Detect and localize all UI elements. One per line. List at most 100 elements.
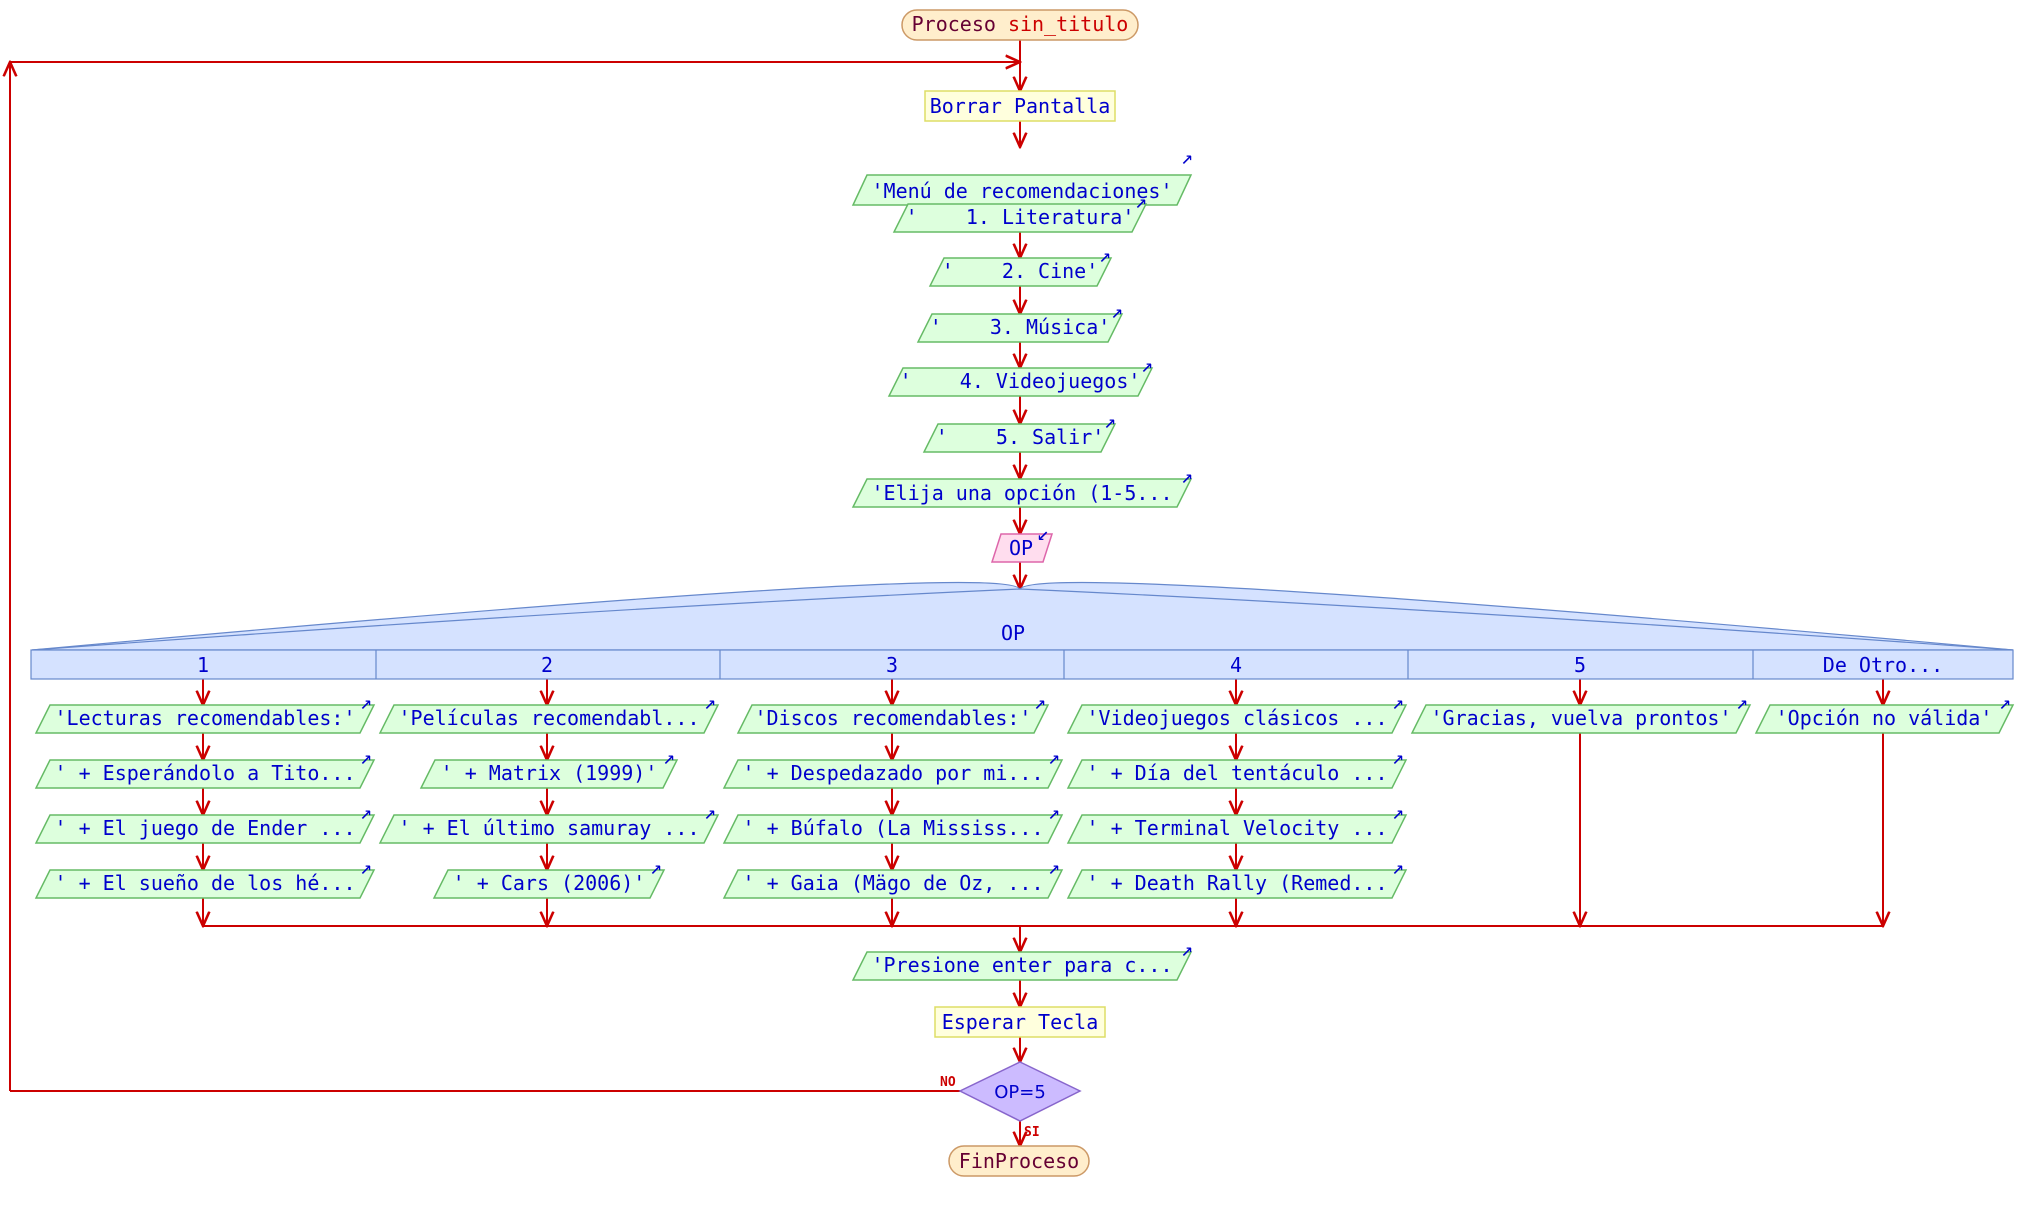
output-label: ' + Esperándolo a Tito... — [54, 761, 355, 785]
output-arrow-icon: ↗ — [1135, 189, 1147, 213]
output-label: ' 2. Cine' — [942, 259, 1099, 283]
output-label: ' + Despedazado por mi... — [742, 761, 1043, 785]
output-arrow-icon: ↗ — [1111, 299, 1123, 323]
start-process-name: sin_titulo — [1008, 12, 1128, 36]
output-arrow-icon: ↗ — [1736, 690, 1748, 714]
output-step: ' 1. Literatura' ↗ — [892, 189, 1148, 233]
output-arrow-icon: ↗ — [650, 855, 662, 879]
case-4-outputs: 'Videojuegos clásicos ... ↗ ' + Día del … — [1066, 690, 1408, 899]
end-label: FinProceso — [959, 1149, 1079, 1173]
output-label: ' + Día del tentáculo ... — [1086, 761, 1387, 785]
output-step: ' + Matrix (1999)' ↗ — [419, 745, 679, 789]
condition-diamond: OP=5 NO SI — [940, 1061, 1082, 1140]
case-label-5: 5 — [1574, 653, 1586, 677]
case-label-default: De Otro... — [1823, 653, 1943, 677]
case-label-3: 3 — [886, 653, 898, 677]
output-label: ' + Death Rally (Remed... — [1086, 871, 1387, 895]
end-terminal: FinProceso — [948, 1145, 1090, 1177]
output-label: ' + El sueño de los hé... — [54, 871, 355, 895]
output-step: ' 2. Cine' ↗ — [928, 243, 1113, 287]
output-arrow-icon: ↗ — [1141, 353, 1153, 377]
condition-text: OP=5 — [994, 1082, 1046, 1103]
output-label: 'Discos recomendables:' — [755, 706, 1032, 730]
output-arrow-icon: ↗ — [1392, 800, 1404, 824]
output-step: 'Opción no válida' ↗ — [1754, 690, 2015, 734]
output-arrow-icon: ↗ — [704, 690, 716, 714]
output-label: ' 4. Videojuegos' — [900, 369, 1141, 393]
output-arrow-icon: ↗ — [704, 800, 716, 824]
case-label-4: 4 — [1230, 653, 1242, 677]
case-1-outputs: 'Lecturas recomendables:' ↗ ' + Esperánd… — [34, 690, 376, 899]
output-label: ' + Terminal Velocity ... — [1086, 816, 1387, 840]
case-5-outputs: 'Gracias, vuelva prontos' ↗ — [1410, 690, 1752, 734]
output-step: ' + Cars (2006)' ↗ — [432, 855, 666, 899]
output-arrow-icon: ↗ — [1048, 800, 1060, 824]
output-label: ' + El juego de Ender ... — [54, 816, 355, 840]
output-arrow-icon: ↗ — [1392, 855, 1404, 879]
output-step: 'Discos recomendables:' ↗ — [736, 690, 1050, 734]
output-arrow-icon: ↗ — [1999, 690, 2011, 714]
output-step: ' + Terminal Velocity ... ↗ — [1066, 800, 1408, 844]
output-label: ' + Cars (2006)' — [453, 871, 646, 895]
case-3-outputs: 'Discos recomendables:' ↗ ' + Despedazad… — [722, 690, 1064, 899]
case-2-outputs: 'Películas recomendabl... ↗ ' + Matrix (… — [378, 690, 720, 899]
output-step: 'Elija una opción (1-5... ↗ — [851, 464, 1193, 508]
switch-block: OP 1 2 3 4 5 De Otro... — [30, 581, 2014, 680]
output-label: ' + Gaia (Mägo de Oz, ... — [742, 871, 1043, 895]
switch-variable: OP — [1001, 621, 1025, 645]
output-step: 'Presione enter para c... ↗ — [851, 937, 1193, 981]
output-step: ' + El último samuray ... ↗ — [378, 800, 720, 844]
output-arrow-icon: ↗ — [1048, 745, 1060, 769]
output-arrow-icon: ↗ — [360, 690, 372, 714]
process-esperar-tecla: Esperar Tecla — [934, 1006, 1106, 1038]
output-arrow-icon: ↗ — [663, 745, 675, 769]
output-step: ' + Día del tentáculo ... ↗ — [1066, 745, 1408, 789]
output-step: ' + Gaia (Mägo de Oz, ... ↗ — [722, 855, 1064, 899]
output-step: ' + Esperándolo a Tito... ↗ — [34, 745, 376, 789]
output-label: 'Opción no válida' — [1776, 706, 1993, 730]
output-arrow-icon: ↗ — [360, 855, 372, 879]
output-label: 'Videojuegos clásicos ... — [1086, 706, 1387, 730]
output-arrow-icon: ↗ — [1181, 937, 1193, 961]
output-arrow-icon: ↗ — [1034, 690, 1046, 714]
output-step: ' + El sueño de los hé... ↗ — [34, 855, 376, 899]
process-label: Borrar Pantalla — [930, 94, 1111, 118]
output-step: 'Videojuegos clásicos ... ↗ — [1066, 690, 1408, 734]
output-label: 'Elija una opción (1-5... — [871, 481, 1172, 505]
output-step: ' + Búfalo (La Mississ... ↗ — [722, 800, 1064, 844]
output-label: ' 3. Música' — [930, 315, 1111, 339]
case-label-2: 2 — [541, 653, 553, 677]
case-default-outputs: 'Opción no válida' ↗ — [1754, 690, 2015, 734]
output-step: 'Lecturas recomendables:' ↗ — [34, 690, 376, 734]
input-arrow-icon: ↙ — [1037, 521, 1049, 545]
output-arrow-icon: ↗ — [1181, 464, 1193, 488]
output-arrow-icon: ↗ — [1392, 690, 1404, 714]
input-label: OP — [1009, 536, 1033, 560]
output-label: ' 5. Salir' — [936, 425, 1105, 449]
output-arrow-icon: ↗ — [1099, 243, 1111, 267]
output-arrow-icon: ↗ — [360, 800, 372, 824]
start-keyword: Proceso — [912, 12, 996, 36]
output-label: 'Presione enter para c... — [871, 953, 1172, 977]
output-step: ' 4. Videojuegos' ↗ — [887, 353, 1154, 397]
output-arrow-icon: ↗ — [1048, 855, 1060, 879]
output-arrow-icon: ↗ — [1104, 409, 1116, 433]
condition-yes-label: SI — [1024, 1125, 1040, 1140]
output-step: ' 3. Música' ↗ — [916, 299, 1124, 343]
output-label: 'Menú de recomendaciones' — [871, 179, 1172, 203]
output-arrow-icon: ↗ — [1392, 745, 1404, 769]
output-label: ' + Matrix (1999)' — [441, 761, 658, 785]
output-arrow-icon: ↗ — [1181, 145, 1193, 169]
condition-no-label: NO — [940, 1075, 956, 1090]
output-label: 'Películas recomendabl... — [398, 706, 699, 730]
flow-connectors — [10, 40, 1883, 1146]
output-arrow-icon: ↗ — [360, 745, 372, 769]
output-label: 'Gracias, vuelva prontos' — [1430, 706, 1731, 730]
output-label: ' + El último samuray ... — [398, 816, 699, 840]
output-step: ' + Despedazado por mi... ↗ — [722, 745, 1064, 789]
output-step: ' + El juego de Ender ... ↗ — [34, 800, 376, 844]
case-label-1: 1 — [197, 653, 209, 677]
